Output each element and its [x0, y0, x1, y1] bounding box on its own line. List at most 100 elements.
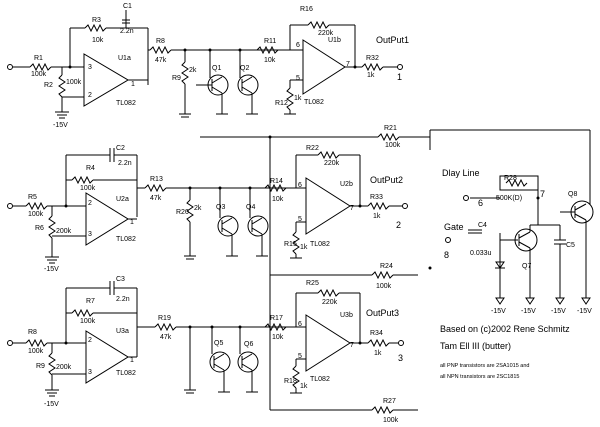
r28-value: 500K(D): [496, 195, 522, 202]
r12-label: R12: [275, 100, 288, 107]
r18-label: R18: [284, 378, 297, 385]
r25-label: R25: [306, 280, 319, 287]
r1-value: 100k: [31, 71, 47, 78]
c3-value: 2.2n: [116, 296, 130, 303]
r12-resistor: [286, 87, 294, 111]
r16-label: R16: [300, 6, 313, 13]
output2-terminal: [402, 203, 408, 209]
c1-value: 2.2n: [120, 28, 134, 35]
delay-v1: -15V: [491, 308, 506, 315]
r9b-value: 200k: [56, 364, 72, 371]
r32-value: 1k: [367, 72, 375, 79]
u3a-type: TL082: [116, 370, 136, 377]
r11-label: R11: [264, 38, 276, 45]
r33-resistor: [367, 201, 390, 211]
u1b-opamp: [302, 39, 346, 95]
r8b-resistor: [25, 338, 48, 348]
c2-label: C2: [116, 145, 125, 152]
r18-resistor: [292, 365, 300, 389]
r24-label: R24: [380, 263, 393, 270]
q5-transistor: [209, 351, 231, 373]
r33-label: R33: [370, 194, 383, 201]
u3a-opamp: [85, 330, 129, 384]
r5-value: 100k: [28, 211, 44, 218]
u3b-pin-out: 7: [350, 342, 354, 349]
c4-label: C4: [478, 222, 487, 229]
r3-value: 10k: [92, 37, 104, 44]
q5-label: Q5: [214, 340, 223, 347]
feedback-r21: R21 100k: [200, 125, 591, 205]
r9-value: 2k: [189, 67, 197, 74]
r22-label: R22: [306, 145, 319, 152]
vneg-arrow-4: [581, 297, 591, 305]
r15-label: R15: [284, 241, 297, 248]
u3a-name: U3a: [116, 328, 129, 335]
u2b-pin-out: 7: [350, 205, 354, 212]
r13-label: R13: [150, 176, 163, 183]
u2b-pin-p: 5: [298, 216, 302, 223]
npn-note: all NPN transistors are 2SC1815: [440, 374, 519, 380]
r17-label: R17: [270, 315, 283, 322]
r32-resistor: [361, 62, 384, 72]
u3a-pin-out: 1: [130, 357, 134, 364]
r2-resistor: [58, 74, 66, 98]
vneg2-label: -15V: [44, 266, 59, 273]
delay-pin7-label: 7: [540, 189, 545, 199]
output2-num: 2: [396, 220, 401, 230]
q8-label: Q8: [568, 191, 577, 198]
delay-pin6-label: 6: [478, 198, 483, 208]
r34-value: 1k: [374, 350, 382, 357]
r7-label: R7: [86, 298, 95, 305]
q4-transistor: [247, 215, 269, 237]
r17-resistor: [264, 322, 287, 332]
q3-label: Q3: [216, 204, 225, 211]
output1-num: 1: [397, 72, 402, 82]
gate-label: Gate: [444, 222, 464, 232]
r9b-label: R9: [36, 363, 45, 370]
q6-transistor: [237, 351, 259, 373]
r22-value: 220k: [324, 160, 340, 167]
r8-resistor: [149, 45, 172, 55]
r16-value: 220k: [318, 30, 334, 37]
delay-pin6-terminal: [463, 195, 469, 201]
u3a-pin-p: 3: [88, 369, 92, 376]
r13-resistor: [144, 183, 167, 193]
u2a-opamp: [85, 192, 129, 246]
r27-value: 100k: [383, 417, 399, 424]
input3-terminal: [7, 340, 13, 346]
r19-value: 47k: [160, 334, 172, 341]
u3b-name: U3b: [340, 312, 353, 319]
u1b-pin-n: 6: [296, 42, 300, 49]
r14-label: R14: [270, 178, 283, 185]
r1-resistor: [29, 62, 52, 72]
r27-label: R27: [383, 398, 396, 405]
r28-box: [499, 175, 539, 191]
r27-resistor: [371, 405, 394, 415]
r32-label: R32: [366, 55, 379, 62]
credit-text: Based on (c)2002 Rene Schmitz: [440, 324, 570, 334]
vneg-arrow-3: [555, 297, 565, 305]
c3-label: C3: [116, 276, 125, 283]
r24-value: 100k: [376, 283, 392, 290]
u3a-pin-n: 2: [88, 337, 92, 344]
u2b-type: TL082: [310, 241, 330, 248]
stage3: R8 100k C3 2.2n R7 100k R9 200k -15V 2 3…: [7, 275, 418, 424]
q2-label: Q2: [240, 65, 249, 72]
output1-terminal: [397, 64, 403, 70]
delay-v3: -15V: [551, 308, 566, 315]
r12-value: 1k: [294, 95, 302, 102]
output3-terminal: [398, 340, 404, 346]
r15-value: 1k: [300, 244, 308, 251]
q7-label: Q7: [522, 263, 531, 270]
r5-resistor: [25, 201, 48, 211]
q2-transistor: [237, 74, 259, 96]
r34-label: R34: [370, 330, 383, 337]
r4-resistor: [71, 175, 94, 185]
pnp-note: all PNP transistors are 2SA1015 and: [440, 363, 529, 369]
u1a-pin-out: 1: [131, 81, 135, 88]
stage1: R1 100k R2 100k -15V R3 10k C1 2.2n 3 2: [7, 3, 409, 129]
u2a-name: U2a: [116, 196, 129, 203]
r6-value: 200k: [56, 228, 72, 235]
q6-label: Q6: [244, 341, 253, 348]
r20-resistor: [186, 199, 194, 223]
